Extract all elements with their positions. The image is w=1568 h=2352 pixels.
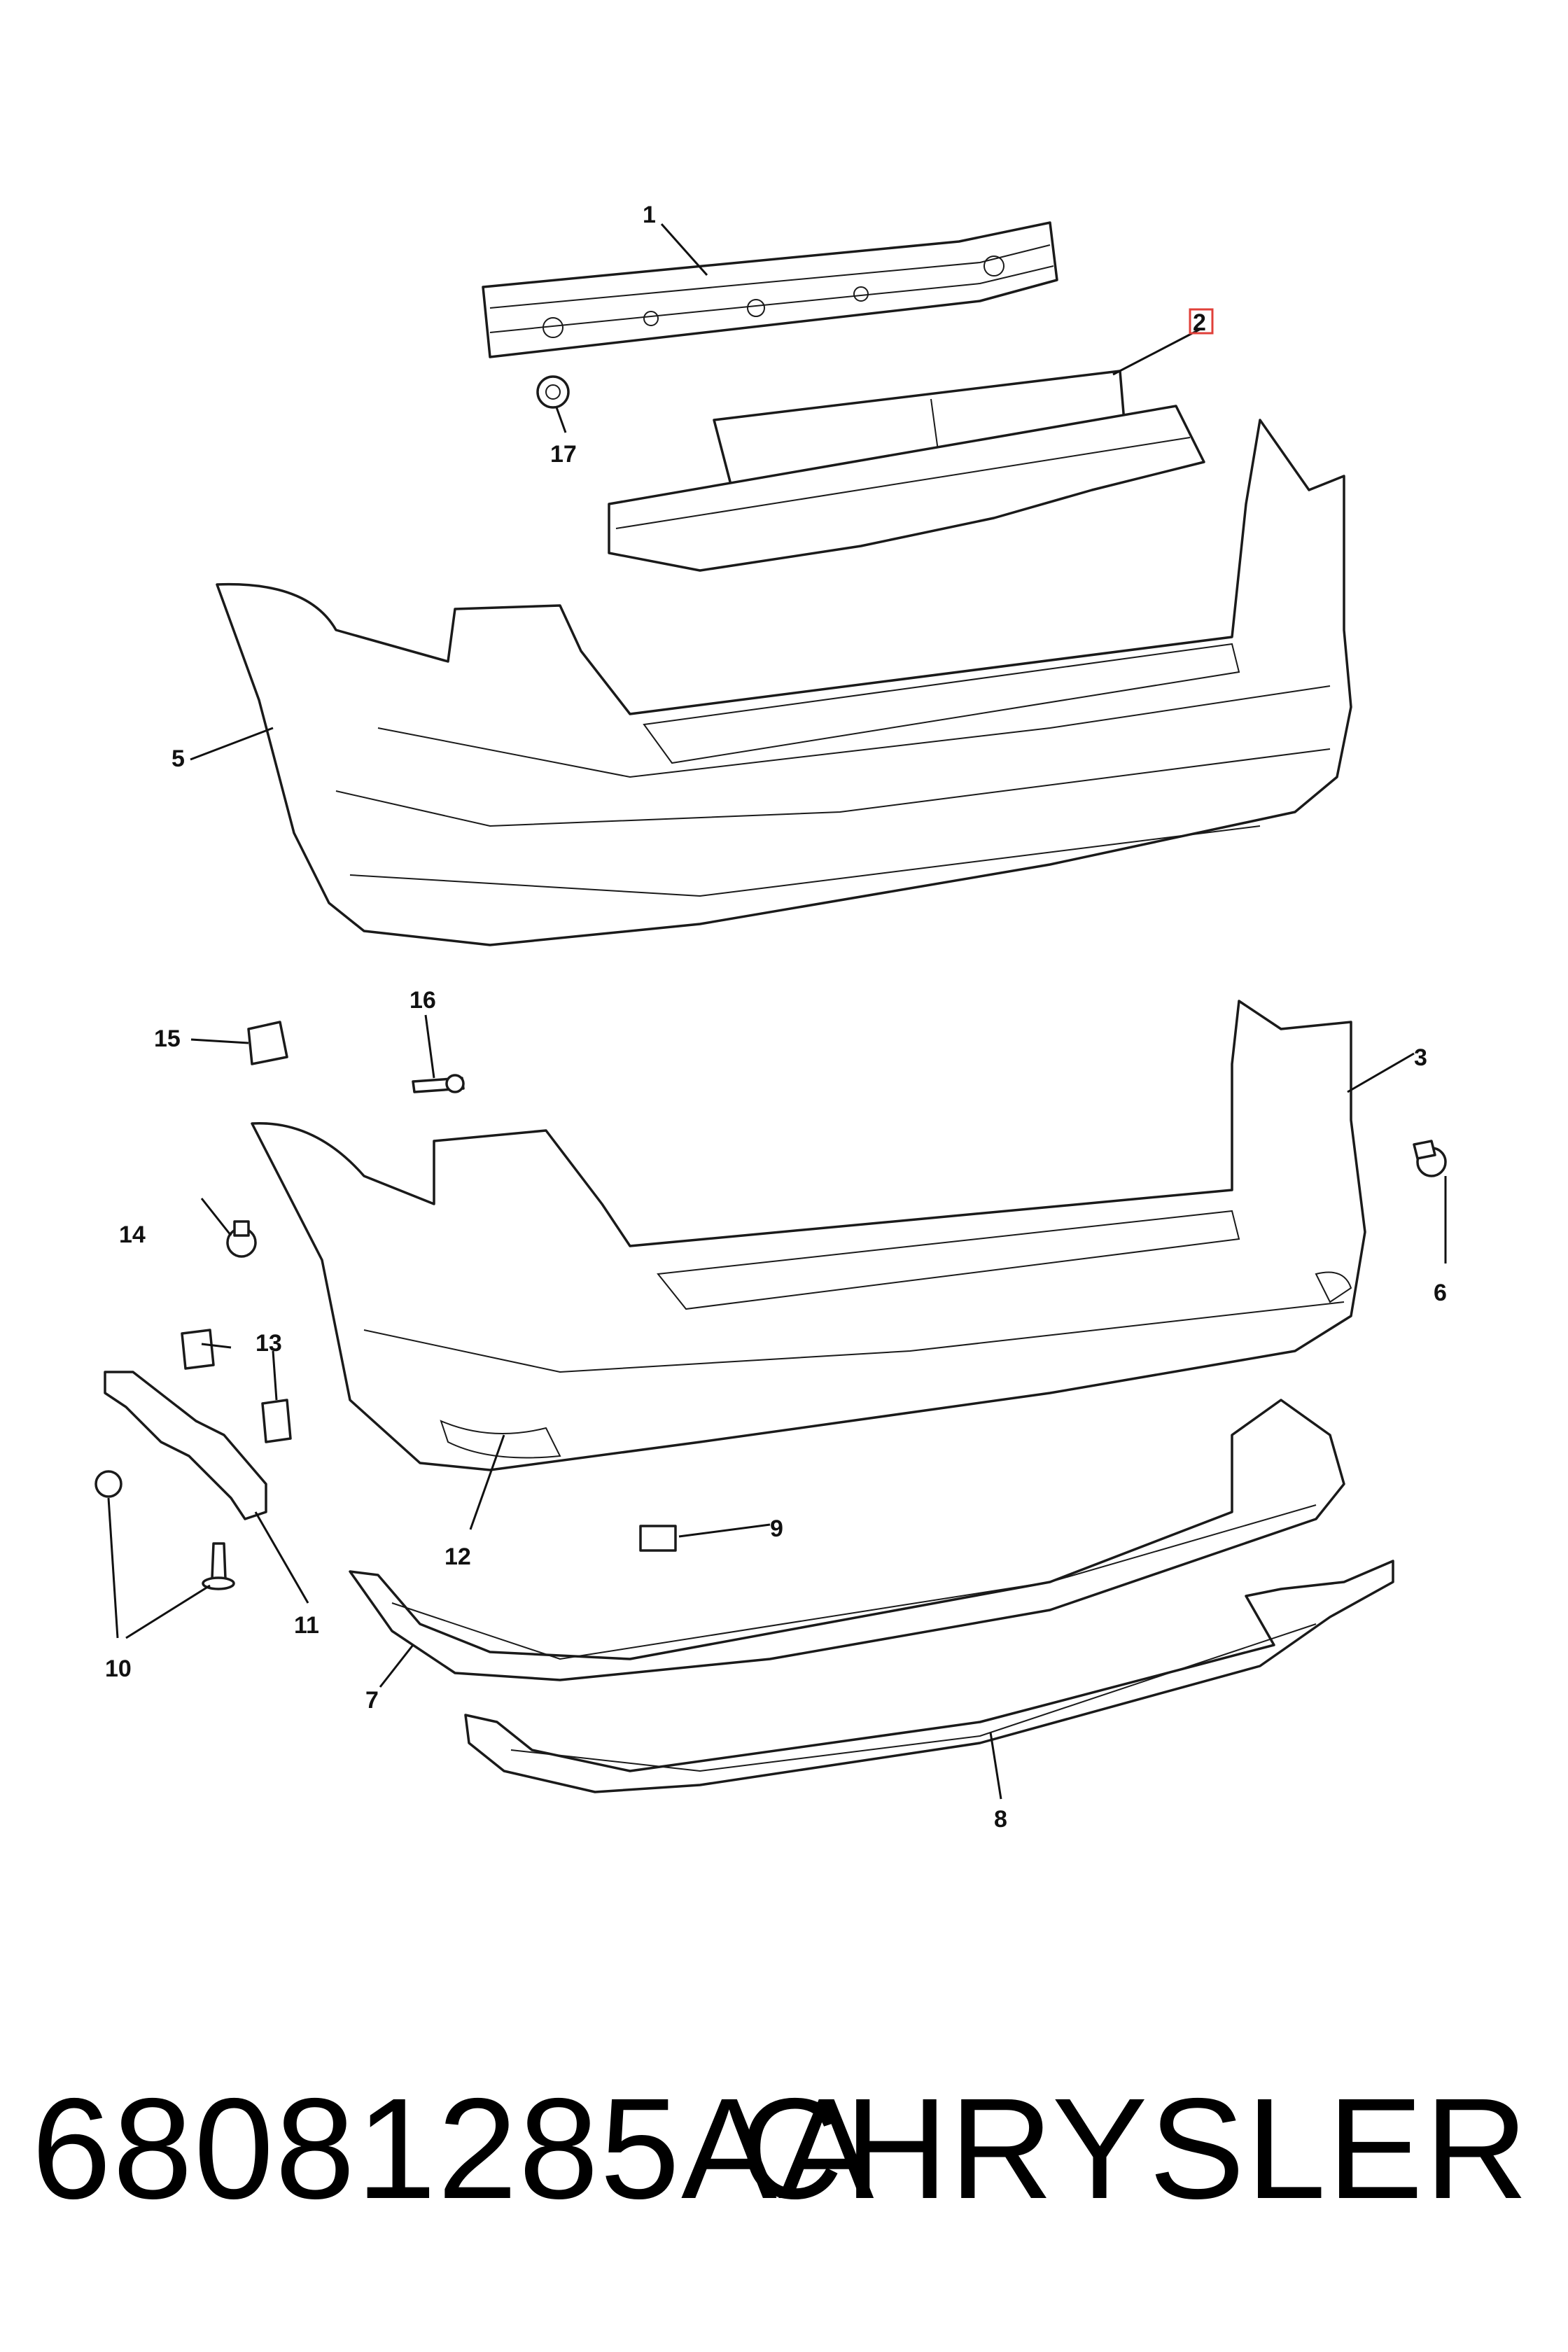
callout-12: 12 bbox=[444, 1544, 471, 1570]
part-pushpin-6 bbox=[1413, 1140, 1447, 1177]
part-upper-fascia bbox=[216, 419, 1352, 946]
footer-caption: 68081285AA CHRYSLER bbox=[0, 2058, 1568, 2240]
part-pushpin-10 bbox=[94, 1470, 235, 1590]
part-pushpin-14 bbox=[226, 1220, 257, 1258]
callout-13: 13 bbox=[255, 1330, 282, 1357]
part-fascia-assembly bbox=[251, 1000, 1366, 1471]
callout-2: 2 bbox=[1193, 309, 1206, 336]
part-screw-16 bbox=[412, 1074, 465, 1093]
part-clip-15 bbox=[247, 1021, 288, 1065]
callout-17: 17 bbox=[550, 441, 577, 468]
callout-11: 11 bbox=[294, 1612, 319, 1639]
parts-diagram: 1 2 17 5 15 16 3 14 6 13 9 12 11 10 7 8 bbox=[94, 202, 1447, 1833]
part-lower-fascia bbox=[349, 1399, 1345, 1681]
callout-16: 16 bbox=[410, 987, 436, 1014]
callout-15: 15 bbox=[154, 1026, 181, 1052]
callout-1: 1 bbox=[643, 202, 656, 228]
callout-7: 7 bbox=[365, 1687, 379, 1714]
callout-8: 8 bbox=[994, 1806, 1007, 1833]
callout-6: 6 bbox=[1434, 1280, 1447, 1306]
callout-labels: 1 2 17 5 15 16 3 14 6 13 9 12 11 10 7 8 bbox=[105, 202, 1447, 1833]
callout-3: 3 bbox=[1414, 1044, 1427, 1071]
part-skid-plate bbox=[464, 1560, 1394, 1793]
part-reinforcement-beam bbox=[482, 221, 1058, 358]
part-number: 68081285AA bbox=[31, 2068, 876, 2229]
highlight-box bbox=[1189, 308, 1214, 335]
part-bracket bbox=[104, 1371, 267, 1520]
callout-14: 14 bbox=[119, 1222, 146, 1248]
part-cover bbox=[639, 1525, 677, 1552]
part-nut bbox=[536, 375, 570, 409]
callout-5: 5 bbox=[172, 746, 185, 772]
callout-9: 9 bbox=[770, 1516, 783, 1542]
callout-10: 10 bbox=[105, 1656, 132, 1682]
leader-lines bbox=[107, 223, 1447, 1800]
part-clip-13 bbox=[181, 1329, 292, 1443]
part-energy-absorber bbox=[608, 370, 1205, 572]
brand-name: CHRYSLER bbox=[739, 2068, 1530, 2229]
